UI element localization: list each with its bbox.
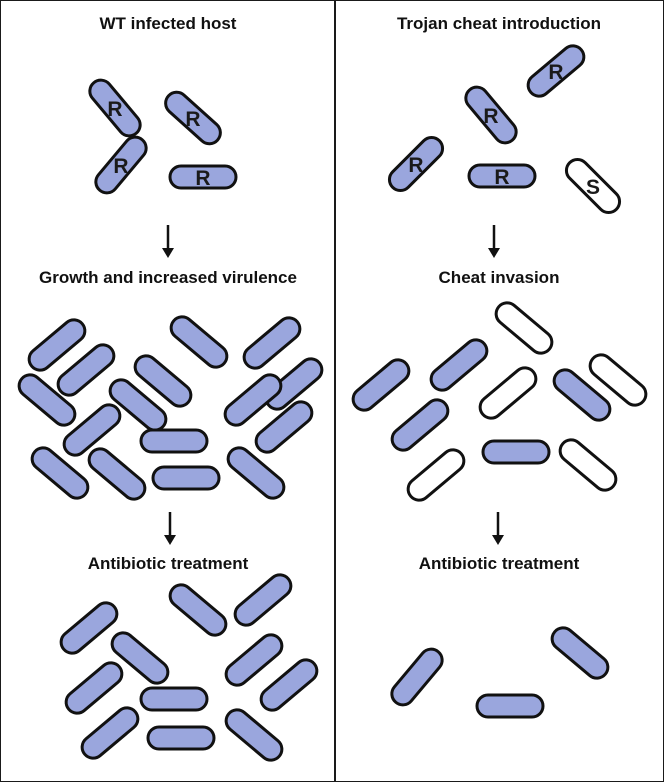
resistant-bacterium [110, 631, 170, 685]
resistant-bacterium [390, 398, 450, 452]
resistant-bacterium [30, 446, 90, 500]
resistant-label: R [195, 167, 210, 190]
sensitive-label: S [586, 176, 600, 199]
resistant-bacterium [226, 446, 286, 500]
resistant-bacterium [242, 316, 302, 370]
resistant-bacterium [151, 465, 221, 491]
down-arrow-icon [164, 512, 176, 545]
resistant-bacterium [146, 725, 216, 751]
resistant-bacterium [552, 368, 612, 422]
resistant-bacterium [139, 428, 209, 454]
resistant-label: R [548, 61, 563, 84]
resistant-label: R [113, 155, 128, 178]
resistant-bacterium [168, 583, 228, 637]
sensitive-bacterium [406, 448, 466, 502]
sensitive-bacterium [564, 157, 622, 215]
resistant-bacterium [390, 647, 444, 707]
down-arrow-icon [488, 225, 500, 258]
resistant-label: R [107, 98, 122, 121]
bacteria-layer: R R R R R R R R S [17, 44, 648, 762]
resistant-bacterium [224, 633, 284, 687]
resistant-bacterium [164, 90, 222, 146]
resistant-label: R [494, 166, 509, 189]
resistant-bacterium [59, 601, 119, 655]
resistant-bacterium [27, 318, 87, 372]
resistant-bacterium [139, 686, 209, 712]
left-step2-label: Growth and increased virulence [39, 268, 297, 287]
resistant-bacterium [133, 354, 193, 408]
sensitive-bacterium [494, 301, 554, 355]
left-step3-label: Antibiotic treatment [87, 554, 249, 573]
resistant-bacterium [224, 708, 284, 762]
resistant-bacterium [259, 658, 319, 712]
resistant-bacterium [464, 85, 518, 145]
left-panel [0, 0, 336, 782]
resistant-bacterium [108, 378, 168, 432]
resistant-label: R [408, 154, 423, 177]
resistant-label: R [185, 108, 200, 131]
right-panel-title: Trojan cheat introduction [396, 14, 601, 33]
arrows-layer [162, 225, 504, 545]
resistant-bacterium [254, 400, 314, 454]
resistant-bacterium [169, 315, 229, 369]
resistant-bacterium [429, 338, 489, 392]
resistant-bacterium [17, 373, 77, 427]
resistant-bacterium [168, 164, 238, 190]
sensitive-bacterium [588, 353, 648, 407]
resistant-bacterium [64, 661, 124, 715]
resistant-bacterium [387, 135, 445, 193]
resistant-bacterium [80, 706, 140, 760]
resistant-bacterium [233, 573, 293, 627]
resistant-bacterium [94, 135, 148, 195]
down-arrow-icon [492, 512, 504, 545]
resistant-bacterium [56, 343, 116, 397]
left-panel-title: WT infected host [99, 14, 237, 33]
sensitive-bacterium [478, 366, 538, 420]
resistant-bacterium [62, 403, 122, 457]
down-arrow-icon [162, 225, 174, 258]
resistant-bacterium [481, 439, 551, 465]
resistant-bacterium [526, 44, 586, 98]
resistant-bacterium [264, 357, 324, 411]
resistant-bacterium [87, 447, 147, 501]
resistant-bacterium [475, 693, 545, 719]
sensitive-bacterium [558, 438, 618, 492]
resistant-bacterium [88, 78, 142, 138]
resistant-label: R [483, 105, 498, 128]
resistant-bacterium [467, 163, 537, 189]
resistant-bacterium [351, 358, 411, 412]
resistant-bacterium [223, 373, 283, 427]
right-step3-label: Antibiotic treatment [418, 554, 580, 573]
right-step2-label: Cheat invasion [438, 268, 560, 287]
resistant-bacterium [550, 626, 610, 680]
